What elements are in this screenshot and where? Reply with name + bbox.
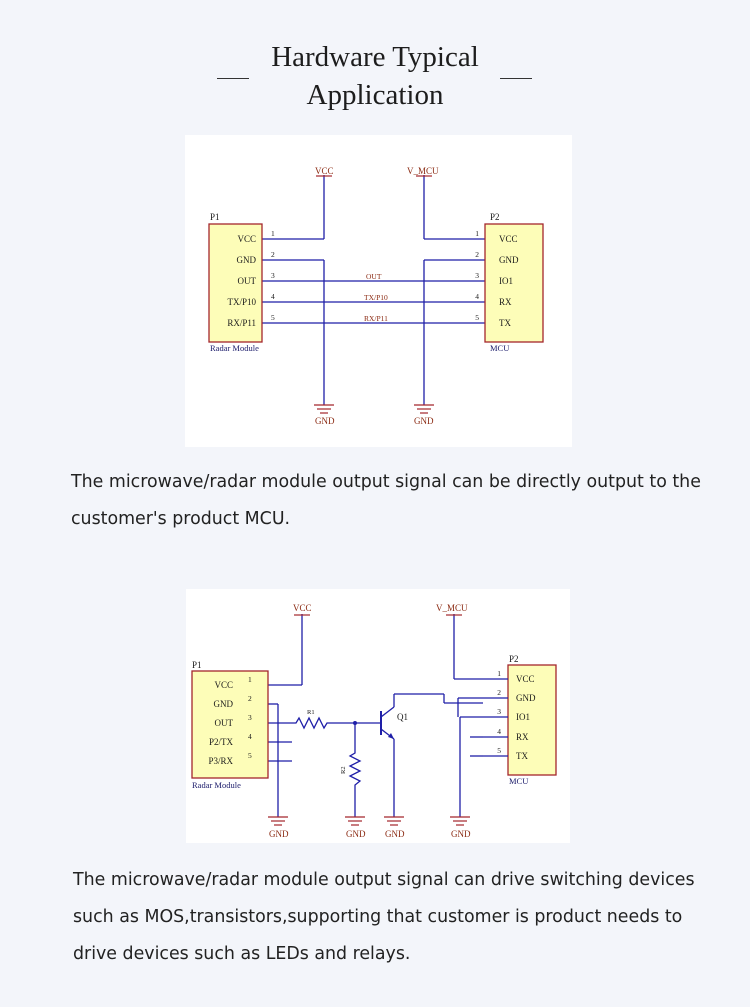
net-label-vmcu: V_MCU (436, 603, 468, 613)
p1-ref: P1 (210, 212, 220, 222)
p1-ref: P1 (192, 660, 202, 670)
gnd-label: GND (346, 829, 366, 839)
p1-pin-label: OUT (215, 718, 234, 728)
pin-number: 5 (248, 751, 252, 760)
p1-pin-label: VCC (214, 680, 233, 690)
pin-number: 5 (497, 746, 501, 755)
p2-pin-label: VCC (499, 234, 518, 244)
pin-number: 1 (248, 675, 252, 684)
p1-pin-label: GND (237, 255, 257, 265)
gnd-label: GND (269, 829, 289, 839)
net-label-vcc: VCC (293, 603, 312, 613)
p2-ref: P2 (490, 212, 500, 222)
pin-number: 2 (248, 694, 252, 703)
p1-pin-label: GND (214, 699, 234, 709)
gnd-label: GND (451, 829, 471, 839)
pin-number: 1 (497, 669, 501, 678)
p2-name: MCU (490, 343, 509, 353)
transistor-q1-label: Q1 (397, 712, 408, 722)
pin-number: 2 (497, 688, 501, 697)
p1-pin-label: P3/RX (208, 756, 233, 766)
pin-number: 3 (475, 271, 479, 280)
pin-number: 4 (271, 292, 275, 301)
heading-decoration-right (500, 78, 532, 79)
heading-line-1: Hardware Typical (271, 41, 479, 73)
pin-number: 1 (271, 229, 275, 238)
schematic-1-svg: VCC V_MCU P1 P2 VCC GND OUT TX/P10 RX/P1… (208, 166, 544, 426)
schematic-2-svg: VCC V_MCU P1 P2 VCC GND OUT P2/TX P3/RX … (191, 603, 557, 839)
p1-name: Radar Module (192, 780, 241, 790)
pin-number: 4 (248, 732, 252, 741)
p2-pin-label: RX (499, 297, 512, 307)
resistor-r1-label: R1 (307, 709, 315, 716)
p2-pin-label: IO1 (499, 276, 513, 286)
schematic-direct-output: VCC V_MCU P1 P2 VCC GND OUT TX/P10 RX/P1… (185, 135, 572, 447)
p2-pin-label: IO1 (516, 712, 530, 722)
heading-line-2: Application (306, 79, 444, 111)
gnd-label: GND (385, 829, 405, 839)
p2-pin-label: VCC (516, 674, 535, 684)
pin-number: 4 (475, 292, 479, 301)
pin-number: 5 (271, 313, 275, 322)
p1-radar-module-body (208, 223, 263, 343)
paragraph-direct-output: The microwave/radar module output signal… (71, 472, 701, 529)
pin-number: 2 (271, 250, 275, 259)
net-label-vmcu: V_MCU (407, 166, 439, 176)
p1-pin-label: P2/TX (209, 737, 234, 747)
wire-label: OUT (366, 272, 382, 281)
pin-number: 3 (497, 707, 501, 716)
p2-ref: P2 (509, 654, 519, 664)
wire-label: RX/P11 (364, 314, 388, 323)
pin-number: 3 (248, 713, 252, 722)
pin-number: 4 (497, 727, 501, 736)
p2-pin-label: TX (499, 318, 511, 328)
gnd-label: GND (414, 416, 434, 426)
p2-pin-label: RX (516, 732, 529, 742)
p2-pin-label: GND (499, 255, 519, 265)
pin-number: 1 (475, 229, 479, 238)
pin-number: 5 (475, 313, 479, 322)
p2-pin-label: GND (516, 693, 536, 703)
p2-mcu-body (484, 223, 544, 343)
p1-name: Radar Module (210, 343, 259, 353)
p1-pin-label: VCC (237, 234, 256, 244)
p1-pin-label: OUT (238, 276, 257, 286)
schematic-switching-driver: VCC V_MCU P1 P2 VCC GND OUT P2/TX P3/RX … (186, 589, 570, 843)
p1-radar-module-body (191, 670, 269, 779)
pin-number: 3 (271, 271, 275, 280)
p2-mcu-body (507, 664, 557, 776)
section-heading: Hardware Typical Application (0, 38, 750, 114)
net-label-vcc: VCC (315, 166, 334, 176)
paragraph-switching-driver: The microwave/radar module output signal… (73, 870, 695, 964)
gnd-label: GND (315, 416, 335, 426)
p2-pin-label: TX (516, 751, 528, 761)
pin-number: 2 (475, 250, 479, 259)
heading-decoration-left (217, 78, 249, 79)
p1-pin-label: TX/P10 (227, 297, 256, 307)
wire-label: TX/P10 (364, 293, 388, 302)
p2-name: MCU (509, 776, 528, 786)
p1-pin-label: RX/P11 (227, 318, 256, 328)
resistor-r2-label: R2 (340, 766, 347, 774)
